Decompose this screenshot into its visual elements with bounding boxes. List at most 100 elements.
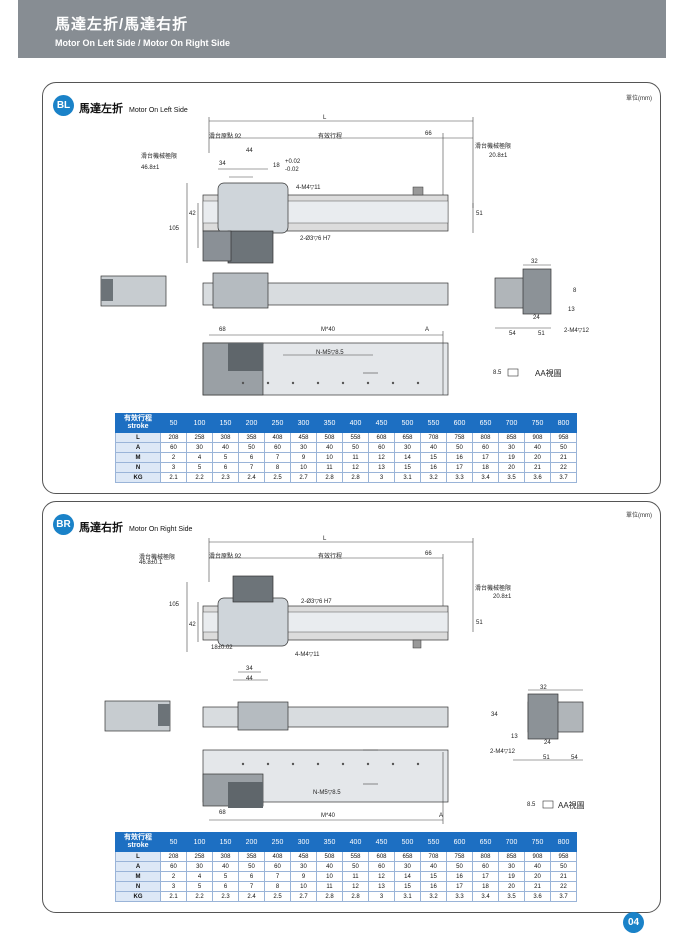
table-cell: 4 xyxy=(186,871,213,882)
stroke-cell: 500 xyxy=(394,413,421,433)
table-cell: 17 xyxy=(446,462,473,473)
dim-51: 51 xyxy=(476,211,483,217)
stroke-cell: 400 xyxy=(342,413,369,433)
page-header: 馬達左折/馬達右折 Motor On Left Side / Motor On … xyxy=(18,0,666,58)
table-cell: 2.8 xyxy=(342,891,369,902)
table-cell: 3 xyxy=(368,472,395,483)
table-cell: 30 xyxy=(394,861,421,872)
stroke-cell: 200 xyxy=(238,832,265,852)
dim-54: 54 xyxy=(571,755,578,761)
table-cell: 3 xyxy=(368,891,395,902)
table-cell: 40 xyxy=(420,442,447,453)
table-cell: 5 xyxy=(212,871,239,882)
dim-A: A xyxy=(425,327,430,333)
dim-44: 44 xyxy=(246,148,253,154)
table-cell: 7 xyxy=(238,881,265,892)
stroke-cell: 300 xyxy=(290,832,317,852)
dim-nm5: N-M5▽8.5 xyxy=(316,350,344,356)
row-label: L xyxy=(115,432,161,443)
table-cell: 758 xyxy=(446,851,473,862)
table-cell: 8 xyxy=(264,881,291,892)
table-cell: 21 xyxy=(550,871,577,882)
table-cell: 3.4 xyxy=(472,472,499,483)
table-cell: 40 xyxy=(420,861,447,872)
table-cell: 9 xyxy=(290,452,317,463)
table-cell: 2.4 xyxy=(238,472,265,483)
table-cell: 3 xyxy=(160,462,187,473)
stroke-cell: 600 xyxy=(446,413,473,433)
stroke-cell: 350 xyxy=(316,832,343,852)
table-cell: 11 xyxy=(342,452,369,463)
table-cell: 30 xyxy=(186,861,213,872)
table-cell: 6 xyxy=(238,452,265,463)
table-cell: 60 xyxy=(160,861,187,872)
table-cell: 6 xyxy=(212,462,239,473)
dim-42: 42 xyxy=(189,211,196,217)
table-cell: 30 xyxy=(186,442,213,453)
table-cell: 3.1 xyxy=(394,891,421,902)
limit-right-label: 滑台機械極限 xyxy=(475,144,512,150)
table-cell: 13 xyxy=(368,462,395,473)
table-cell: 3.5 xyxy=(498,891,525,902)
table-cell: 3.7 xyxy=(550,472,577,483)
stroke-cell: 50 xyxy=(160,413,187,433)
section-title-zh: 馬達右折 xyxy=(79,522,123,534)
section-badge: BL xyxy=(53,95,74,116)
dim-hole: 2-Ø3▽6 H7 xyxy=(300,236,331,242)
table-cell: 16 xyxy=(446,871,473,882)
stroke-cell: 300 xyxy=(290,413,317,433)
stroke-cell: 700 xyxy=(498,832,525,852)
stroke-cell: 100 xyxy=(186,832,213,852)
unit-label: 單位(mm) xyxy=(626,96,652,102)
row-label: KG xyxy=(115,472,161,483)
dim-nm5: N-M5▽8.5 xyxy=(313,790,341,796)
stroke-cell: 700 xyxy=(498,413,525,433)
table-cell: 7 xyxy=(264,452,291,463)
dim-origin: 滑台原點 92 xyxy=(209,554,242,560)
table-cell: 50 xyxy=(446,861,473,872)
table-cell: 2.7 xyxy=(290,472,317,483)
row-label: L xyxy=(115,851,161,862)
table-cell: 16 xyxy=(420,881,447,892)
table-cell: 18 xyxy=(472,462,499,473)
dim-54: 54 xyxy=(509,331,516,337)
dim-51b: 51 xyxy=(543,755,550,761)
table-cell: 20 xyxy=(498,881,525,892)
stroke-cell: 200 xyxy=(238,413,265,433)
table-cell: 3.1 xyxy=(394,472,421,483)
table-cell: 708 xyxy=(420,851,447,862)
table-cell: 2.8 xyxy=(342,472,369,483)
dim-32: 32 xyxy=(540,685,547,691)
table-cell: 21 xyxy=(524,881,551,892)
page-number: 04 xyxy=(623,912,644,933)
table-cell: 10 xyxy=(316,871,343,882)
header-title-zh: 馬達左折/馬達右折 xyxy=(55,16,189,33)
stroke-cell: 650 xyxy=(472,413,499,433)
stroke-cell: 550 xyxy=(420,413,447,433)
tol-plus: +0.02 xyxy=(285,159,301,165)
dim-m40: M*40 xyxy=(321,813,336,819)
table-cell: 658 xyxy=(394,432,421,443)
limit-left-label: 滑台機械極限 xyxy=(139,555,176,561)
table-cell: 60 xyxy=(264,861,291,872)
dim-m4: 4-M4▽11 xyxy=(296,185,321,191)
dim-44: 44 xyxy=(246,676,253,682)
stroke-cell: 100 xyxy=(186,413,213,433)
table-cell: 408 xyxy=(264,432,291,443)
stroke-cell: 150 xyxy=(212,413,239,433)
row-label: N xyxy=(115,881,161,892)
table-cell: 15 xyxy=(394,462,421,473)
table-cell: 508 xyxy=(316,851,343,862)
table-cell: 17 xyxy=(446,881,473,892)
table-cell: 14 xyxy=(394,871,421,882)
table-cell: 2.4 xyxy=(238,891,265,902)
table-cell: 50 xyxy=(238,442,265,453)
table-cell: 808 xyxy=(472,432,499,443)
table-cell: 808 xyxy=(472,851,499,862)
